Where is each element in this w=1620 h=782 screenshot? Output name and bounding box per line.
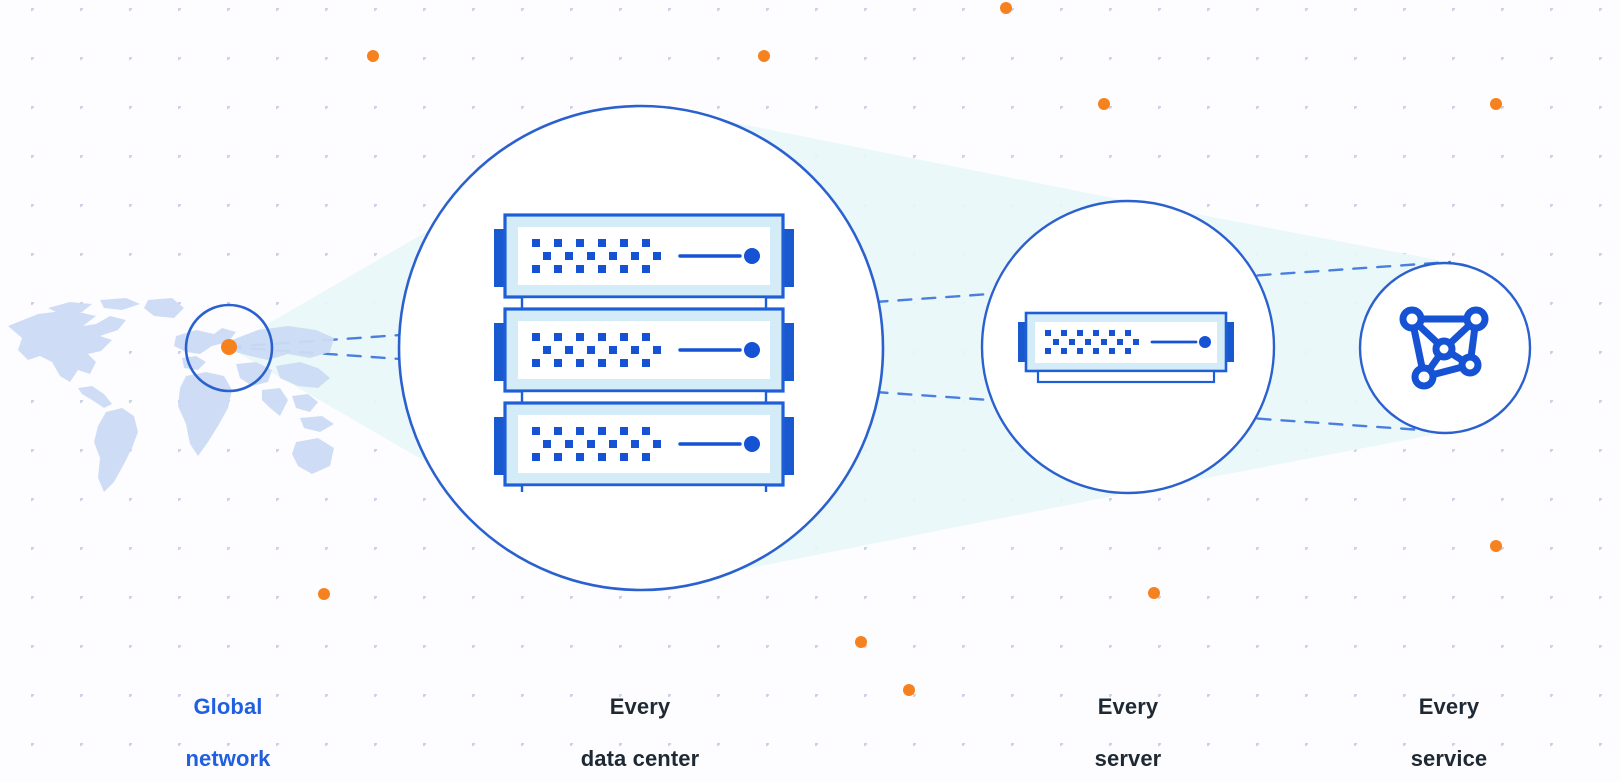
label-line-1: Every [1418, 694, 1480, 719]
world-map-icon [8, 298, 334, 492]
vent-dot-matrix [532, 239, 661, 273]
label-line-2: data center [580, 746, 700, 771]
status-dot [744, 436, 760, 452]
vent-dot-matrix [532, 427, 661, 461]
vent-dot-matrix [532, 333, 661, 367]
server-unit [494, 213, 794, 311]
label-line-2: server [1094, 746, 1162, 771]
label-line-1: Every [1097, 694, 1159, 719]
label-every-data-center: Every data center [581, 668, 699, 782]
single-server-icon [1018, 311, 1234, 384]
server-unit [1018, 311, 1234, 384]
label-line-1: Global [193, 694, 263, 719]
status-dot [744, 248, 760, 264]
label-every-server: Every server [1095, 668, 1162, 782]
map-pin-dot [221, 339, 237, 355]
highlight-dots [318, 2, 1502, 696]
server-unit [494, 307, 794, 405]
status-dot [744, 342, 760, 358]
label-line-1: Every [609, 694, 671, 719]
label-global-network: Global network [185, 668, 270, 782]
network-graph-nodes [1399, 306, 1489, 390]
label-line-2: network [185, 746, 271, 771]
world-map-landmass [8, 298, 334, 492]
status-dot [1199, 336, 1211, 348]
map-highlight-circle [184, 303, 274, 393]
vent-dot-matrix [1045, 330, 1139, 354]
network-graph-icon [1399, 306, 1489, 390]
label-line-2: service [1410, 746, 1488, 771]
server-rack-icon [494, 213, 794, 492]
label-every-service: Every service [1411, 668, 1488, 782]
server-unit [494, 401, 794, 492]
